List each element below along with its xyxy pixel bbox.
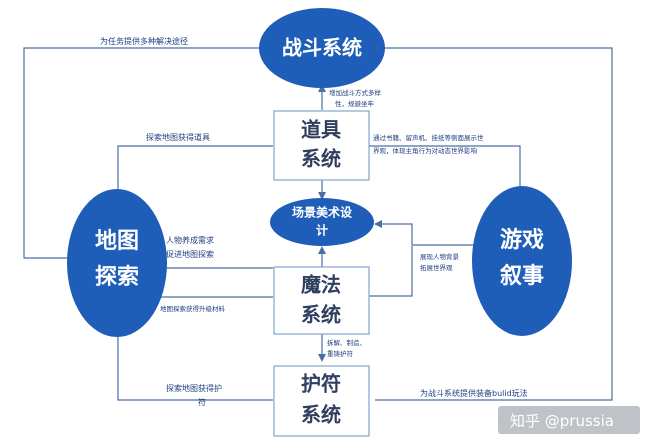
label-props-narrative-1: 通过书籍、留声机、挂纸等侧面展示世 — [373, 133, 484, 142]
label-props-combat-2: 性，规避坐牢 — [335, 99, 375, 108]
node-magic: 魔法 系统 — [273, 266, 370, 335]
label-map-amulet-2: 符 — [198, 397, 206, 407]
label-magic-need-1: 人物养成需求 — [166, 235, 214, 245]
watermark-bg — [498, 406, 640, 434]
edge-combat-amulet — [375, 47, 613, 401]
edge-map-amulet — [117, 326, 273, 401]
watermark: 知乎 @prussia — [510, 412, 614, 430]
node-magic-line1: 魔法 — [301, 273, 341, 297]
node-combat-label: 战斗系统 — [282, 36, 362, 60]
node-props: 道具 系统 — [273, 110, 370, 181]
node-amulet-line2: 系统 — [301, 403, 341, 427]
node-amulet: 护符 系统 — [273, 365, 370, 437]
node-magic-line2: 系统 — [301, 303, 341, 327]
node-props-line2: 系统 — [301, 147, 341, 171]
node-map-line2: 探索 — [95, 264, 139, 290]
label-map-props: 探索地图获得道具 — [146, 132, 210, 142]
label-combat-options: 为任务提供多种解决途径 — [100, 36, 188, 46]
node-narrative-line1: 游戏 — [500, 227, 544, 253]
label-magic-need-2: 促进地图探索 — [166, 249, 214, 259]
node-scene-line1: 场景美术设 — [292, 205, 353, 220]
edge-map-props — [117, 145, 273, 200]
node-narrative: 游戏 叙事 — [472, 186, 572, 336]
label-map-amulet-1: 探索地图获得护 — [166, 383, 222, 393]
node-map-line1: 地图 — [95, 229, 139, 254]
edge-combat-map — [23, 47, 262, 259]
label-narrative-scene-2: 拓展世界观 — [420, 263, 453, 272]
label-magic-amulet-2: 重铸护符 — [327, 349, 354, 358]
edge-narrative-scene — [374, 220, 478, 246]
edge-magic-narrative — [368, 246, 413, 297]
label-magic-amulet-1: 拆解、制造、 — [327, 338, 366, 347]
label-amulet-build: 为战斗系统提供装备bulid玩法 — [420, 388, 528, 398]
node-amulet-line1: 护符 — [301, 372, 341, 396]
node-scene: 场景美术设 计 — [270, 198, 374, 246]
label-narrative-scene-1: 展现人物背景 — [420, 252, 460, 261]
node-map: 地图 探索 — [67, 189, 167, 337]
node-scene-line2: 计 — [316, 223, 328, 238]
edge-props-narrative — [368, 145, 521, 188]
label-props-combat-1: 增加战斗方式多样 — [329, 88, 382, 97]
label-map-materials: 地图探索获得升级材料 — [160, 304, 226, 313]
node-combat: 战斗系统 — [259, 8, 385, 88]
label-props-narrative-2: 界观，体现主角行为对动态世界影响 — [373, 146, 478, 155]
node-narrative-line2: 叙事 — [500, 263, 544, 289]
connectors — [23, 47, 613, 401]
node-props-line1: 道具 — [301, 118, 341, 142]
